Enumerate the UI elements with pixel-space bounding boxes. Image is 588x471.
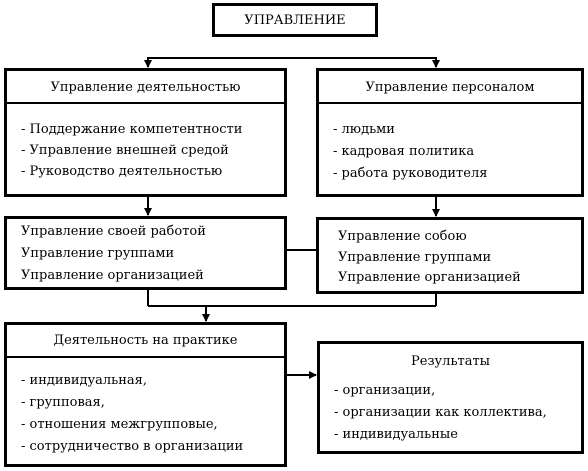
practice-item: - индивидуальная, — [21, 373, 147, 388]
personnel-mgmt-divider — [319, 102, 581, 104]
practice-box: Деятельность на практике - индивидуальна… — [4, 322, 287, 467]
activity-mgmt-box: Управление деятельностью - Поддержание к… — [4, 68, 287, 197]
personnel-mgmt-item: - людьми — [333, 122, 395, 137]
practice-item: - сотрудничество в организации — [21, 439, 244, 454]
results-item: - организации, — [334, 383, 436, 398]
results-box: Результаты - организации, - организации … — [317, 341, 584, 454]
personnel-mgmt-item: - кадровая политика — [333, 144, 475, 159]
activity-mgmt-item: - Управление внешней средой — [21, 143, 229, 158]
own-work-item: Управление организацией — [21, 268, 204, 283]
results-item: - организации как коллектива, — [334, 405, 547, 420]
self-mgmt-item: Управление организацией — [338, 270, 521, 285]
results-item: - индивидуальные — [334, 427, 458, 442]
activity-mgmt-divider — [7, 102, 284, 104]
self-mgmt-item: Управление собою — [338, 229, 467, 244]
own-work-item: Управление своей работой — [21, 224, 206, 239]
root-title: УПРАВЛЕНИЕ — [244, 13, 346, 28]
self-mgmt-item: Управление группами — [338, 250, 492, 265]
own-work-box: Управление своей работой Управление груп… — [4, 216, 287, 290]
activity-mgmt-title: Управление деятельностью — [50, 80, 241, 95]
practice-title: Деятельность на практике — [53, 333, 238, 348]
root-box: УПРАВЛЕНИЕ — [212, 3, 378, 37]
self-mgmt-box: Управление собою Управление группами Упр… — [316, 217, 584, 294]
personnel-mgmt-box: Управление персоналом - людьми - кадрова… — [316, 68, 584, 197]
own-work-item: Управление группами — [21, 246, 175, 261]
activity-mgmt-item: - Поддержание компетентности — [21, 122, 243, 137]
results-title: Результаты — [411, 354, 490, 369]
practice-divider — [7, 356, 284, 358]
practice-item: - групповая, — [21, 395, 105, 410]
personnel-mgmt-title: Управление персоналом — [365, 80, 535, 95]
activity-mgmt-item: - Руководство деятельностью — [21, 164, 223, 179]
practice-item: - отношения межгрупповые, — [21, 417, 218, 432]
personnel-mgmt-item: - работа руководителя — [333, 166, 488, 181]
